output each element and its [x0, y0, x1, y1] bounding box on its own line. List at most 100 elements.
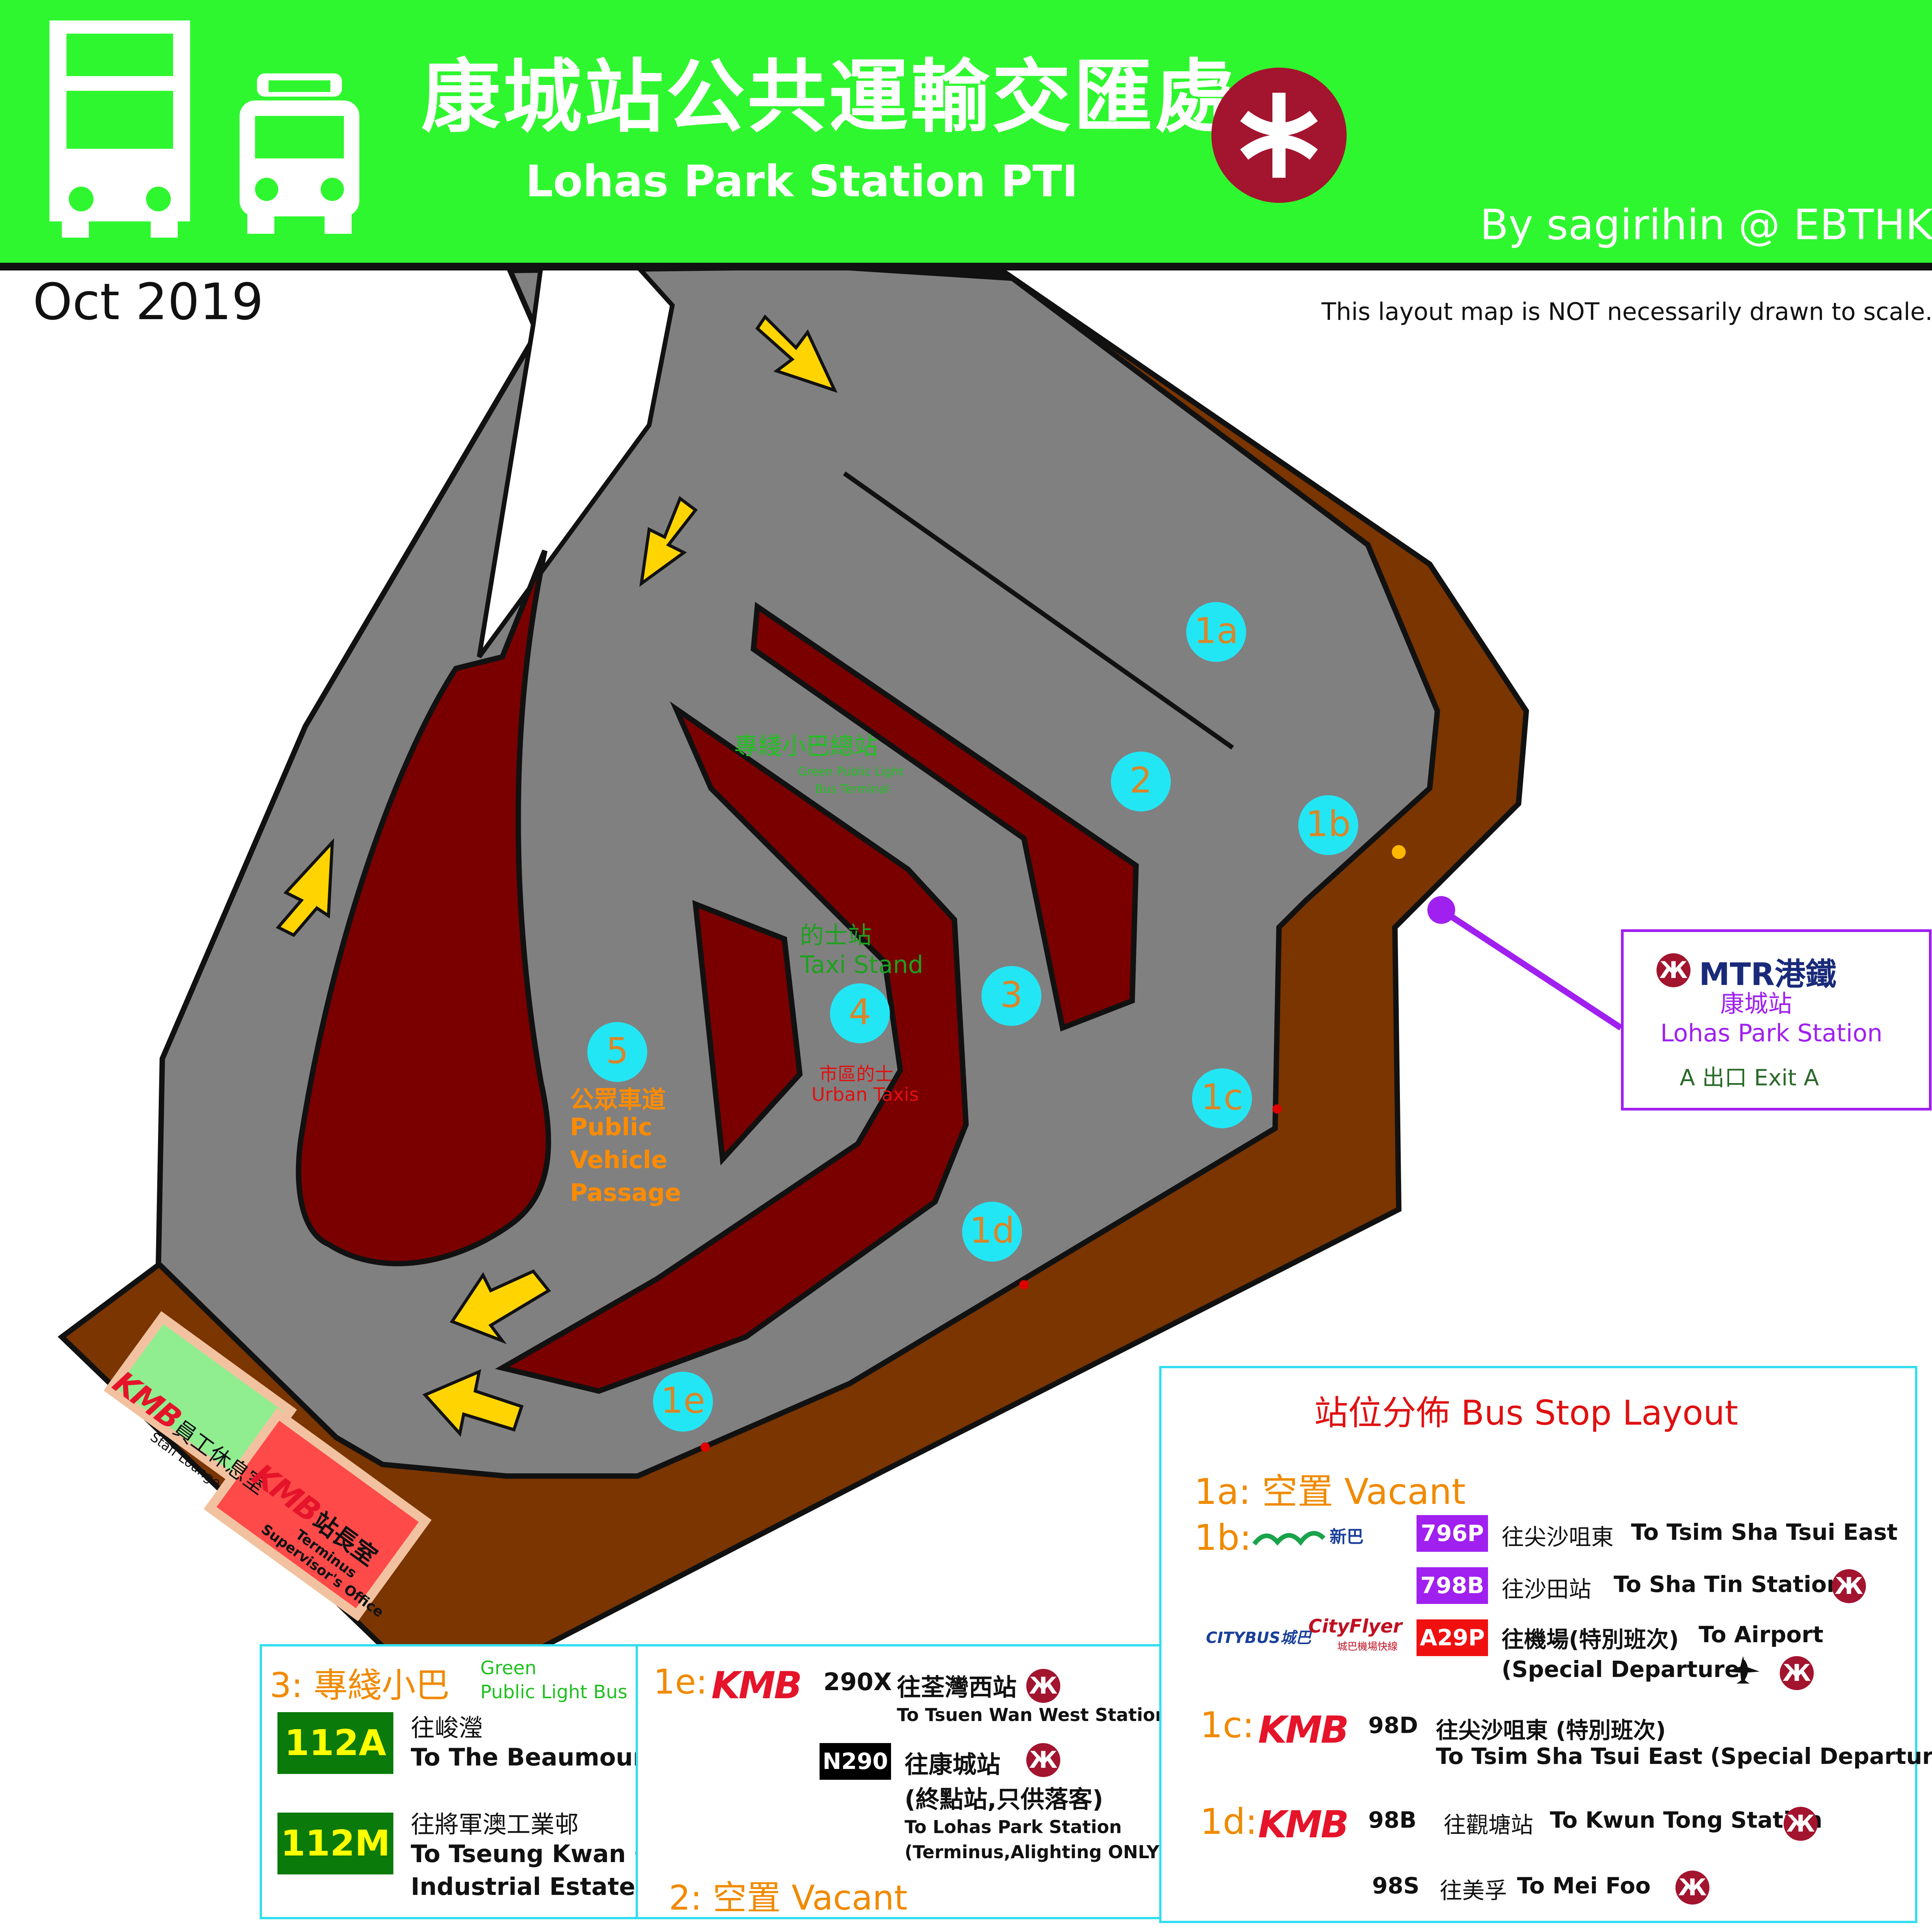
route-796p-dest-zh: 往尖沙咀東: [1502, 1524, 1614, 1550]
route-98b-dest-en: To Kwun Tong Station: [1550, 1807, 1823, 1833]
stop-1c-title: 1c:: [1200, 1704, 1255, 1746]
island-gmb-1: [750, 602, 1139, 1032]
route-290x-number: 290X: [823, 1668, 892, 1696]
gmb-terminal-label-en2: Bus Terminal: [815, 782, 889, 796]
island-left: [296, 549, 551, 1267]
arrow-2: [639, 496, 698, 587]
public-vehicle-passage-label-en2: Vehicle: [570, 1146, 668, 1174]
mtr-station-zh: 康城站: [1720, 990, 1793, 1018]
map-date: Oct 2019: [33, 272, 264, 331]
island-taxi: [692, 900, 803, 1166]
mtr-logo-icon: Ж: [1784, 1807, 1818, 1841]
route-290x-dest-en: To Tsuen Wan West Station: [897, 1704, 1168, 1725]
route-112m-dest-en: To Tseung Kwan O: [411, 1840, 655, 1868]
stop-marker-1e: 1e: [653, 1372, 713, 1432]
gmb-panel-title: 3: 專綫小巴: [270, 1665, 450, 1705]
first-bus-logo: 新巴: [1330, 1527, 1364, 1547]
mtr-logo-icon: Ж: [1026, 1743, 1060, 1777]
kmb-logo: KMB: [711, 1664, 802, 1707]
first-bus-logo-icon: [1252, 1531, 1326, 1546]
island-gmb-2: [495, 701, 969, 1394]
stop-marker-2: 2: [1111, 752, 1171, 811]
layout-panel-title: 站位分佈 Bus Stop Layout: [1314, 1393, 1738, 1433]
stop-dot-1d: [1019, 1280, 1029, 1289]
taxi-stand-label-en: Taxi Stand: [800, 951, 923, 979]
mtr-logo-icon: Ж: [1832, 1569, 1866, 1603]
stop-1e-title: 1e:: [653, 1662, 707, 1702]
route-a29p-dest-en: To Airport: [1699, 1621, 1823, 1648]
route-98d-dest-en: To Tsim Sha Tsui East (Special Departure…: [1436, 1743, 1932, 1769]
public-vehicle-passage-label-en3: Passage: [570, 1179, 681, 1207]
arrow-3: [276, 838, 334, 937]
mtr-logo-icon: Ж: [1675, 1871, 1709, 1905]
stop-dot-1c: [1272, 1104, 1282, 1114]
arrow-1: [755, 314, 838, 393]
stop-marker-1c: 1c: [1192, 1068, 1252, 1128]
urban-taxis-label-zh: 市區的士: [819, 1063, 894, 1085]
route-98d-dest-zh: 往尖沙咀東 (特別班次): [1436, 1717, 1666, 1743]
stop-marker-1a: 1a: [1186, 602, 1246, 662]
supervisor-office: [203, 1408, 432, 1621]
mtr-logo-icon: [1211, 68, 1347, 203]
page-title: 康城站公共運輸交匯處: [421, 51, 1236, 143]
stop-1d-title: 1d:: [1200, 1801, 1257, 1842]
flow-arrows: [276, 314, 838, 1437]
route-badge-798b: 798B: [1417, 1567, 1488, 1604]
route-112a-dest-en: To The Beaumount: [411, 1743, 662, 1771]
double-decker-bus-icon: [49, 20, 190, 238]
route-n290-dest-zh2: (終點站,只供落客): [905, 1785, 1104, 1813]
route-112m-dest-en2: Industrial Estate: [411, 1872, 636, 1901]
mtr-logo-icon: Ж: [1656, 953, 1690, 987]
arrow-4: [449, 1269, 551, 1344]
stop-1a-vacant: 1a: 空置 Vacant: [1194, 1471, 1466, 1512]
mtr-logo-icon: Ж: [1026, 1669, 1060, 1703]
citybus-logo: CITYBUS城巴: [1206, 1629, 1311, 1647]
stop-1e-panel: 1e: KMB 290X 往荃灣西站 Ж To Tsuen Wan West S…: [636, 1644, 1168, 1919]
page-subtitle: Lohas Park Station PTI: [526, 156, 1078, 207]
minibus-icon: [240, 73, 359, 234]
gmb-panel-sub1: Green: [480, 1657, 537, 1679]
kmb-logo: KMB: [1258, 1803, 1349, 1846]
mtr-station-en: Lohas Park Station: [1660, 1019, 1883, 1047]
route-98s-dest-en: To Mei Foo: [1517, 1872, 1651, 1899]
bay-line: [843, 471, 1234, 750]
stop-marker-1d: 1d: [962, 1202, 1022, 1262]
route-a29p-dest-en2: (Special Departure): [1502, 1656, 1750, 1682]
cityflyer-logo-zh: 城巴機場快線: [1337, 1641, 1398, 1653]
route-n290-dest-zh: 往康城站: [905, 1750, 1001, 1779]
gmb-terminal-label-zh: 專綫小巴總站: [734, 732, 878, 760]
route-98s-dest-zh: 往美孚: [1440, 1878, 1507, 1904]
mtr-exit-label: A 出口 Exit A: [1680, 1065, 1819, 1091]
urban-taxis-label-en: Urban Taxis: [811, 1084, 919, 1105]
stop-1b-title: 1b:: [1194, 1517, 1252, 1558]
exit-point: [1427, 896, 1455, 924]
route-a29p-dest-zh: 往機場(特別班次): [1502, 1626, 1679, 1653]
stop-marker-4: 4: [830, 983, 890, 1043]
route-98b-number: 98B: [1368, 1807, 1417, 1833]
route-badge-a29p: A29P: [1417, 1619, 1488, 1656]
route-badge-796p: 796P: [1417, 1515, 1488, 1552]
arrow-5: [422, 1369, 524, 1437]
route-n290-dest-en2: (Terminus,Alighting ONLY): [905, 1842, 1168, 1862]
route-796p-dest-en: To Tsim Sha Tsui East: [1631, 1519, 1898, 1545]
mtr-exit-box: Ж MTR港鐵 康城站 Lohas Park Station A 出口 Exit…: [1621, 929, 1932, 1111]
route-badge-n290: N290: [820, 1743, 891, 1780]
route-98s-number: 98S: [1372, 1872, 1420, 1899]
author-credit: By sagirihin @ EBTHK: [1480, 201, 1932, 249]
gmb-route-panel: 3: 專綫小巴 Green Public Light Bus 112A 往峻瀅 …: [260, 1644, 662, 1919]
mtr-brand: MTR港鐵: [1699, 956, 1837, 992]
bus-stop-layout-panel: 站位分佈 Bus Stop Layout 1a: 空置 Vacant 1b: 新…: [1159, 1366, 1932, 1923]
exit-connector: [1439, 907, 1623, 1031]
route-98d-number: 98D: [1368, 1712, 1418, 1738]
route-798b-dest-en: To Sha Tin Station: [1614, 1571, 1843, 1597]
route-n290-dest-en: To Lohas Park Station: [905, 1816, 1122, 1837]
mtr-logo-icon: Ж: [1780, 1656, 1814, 1690]
stop-marker-5: 5: [587, 1022, 647, 1082]
route-98b-dest-zh: 往觀塘站: [1444, 1812, 1534, 1838]
route-badge-112m: 112M: [277, 1813, 393, 1874]
scale-note: This layout map is NOT necessarily drawn…: [1321, 298, 1932, 326]
stop-marker-1b: 1b: [1298, 795, 1358, 855]
stop-dot-1b: [1392, 845, 1406, 859]
stop-dot-1e: [701, 1442, 710, 1452]
